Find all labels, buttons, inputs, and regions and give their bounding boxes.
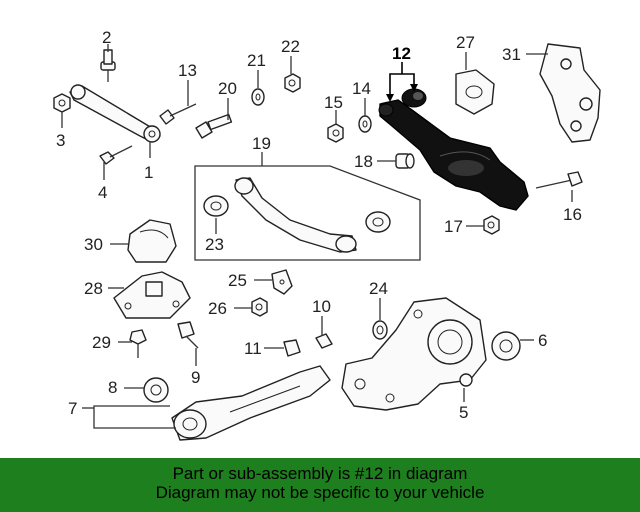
part-4-bolt [99, 145, 133, 165]
part-30-bumper [127, 219, 177, 263]
callout-28: 28 [84, 279, 103, 298]
callout-1: 1 [144, 163, 153, 182]
part-12-control-arm [378, 88, 529, 211]
callout-24: 24 [369, 279, 388, 298]
callout-9: 9 [191, 368, 200, 387]
part-2-bolt [100, 49, 116, 82]
callout-7: 7 [68, 399, 77, 418]
callout-30: 30 [84, 235, 103, 254]
part-29-bolt [129, 329, 147, 358]
part-19-group-box [194, 152, 421, 261]
callout-16: 16 [563, 205, 582, 224]
callout-25: 25 [228, 271, 247, 290]
callout-15: 15 [324, 93, 343, 112]
part-13-bolt [159, 103, 197, 125]
part-15-nut [327, 123, 344, 143]
part-28-mount [113, 271, 191, 319]
callout-13: 13 [178, 61, 197, 80]
part-10-bolt [315, 333, 333, 349]
callout-17: 17 [444, 217, 463, 236]
parts-diagram: 1 2 3 4 5 6 7 8 9 10 11 12 13 14 15 16 1… [53, 28, 601, 441]
part-8-bushing [143, 377, 169, 403]
part-17-nut [483, 215, 500, 235]
part-26-nut [251, 297, 268, 317]
callout-12: 12 [392, 44, 411, 63]
leader-lines [61, 44, 573, 429]
part-3-nut [53, 93, 71, 113]
banner-line-1: Part or sub-assembly is #12 in diagram [172, 464, 468, 483]
callout-14: 14 [352, 79, 371, 98]
callout-20: 20 [218, 79, 237, 98]
part-25-clip [271, 269, 293, 295]
callout-5: 5 [459, 403, 468, 422]
callout-31: 31 [502, 45, 521, 64]
callout-4: 4 [98, 183, 107, 202]
part-27-bracket [455, 69, 495, 115]
callout-10: 10 [312, 297, 331, 316]
part-19-bushing-right [365, 211, 391, 233]
part-6-bushing [491, 331, 521, 361]
part-21-washer [251, 88, 265, 106]
banner-line-2: Diagram may not be specific to your vehi… [155, 483, 485, 502]
part-7-trailing-arm [171, 365, 331, 441]
callout-19: 19 [252, 134, 271, 153]
part-31-bracket [539, 43, 601, 143]
callout-27: 27 [456, 33, 475, 52]
callout-21: 21 [247, 51, 266, 70]
part-23-bushing [203, 195, 229, 217]
callout-6: 6 [538, 331, 547, 350]
part-19-upper-arm [234, 177, 357, 253]
part-16-bolt [535, 171, 583, 189]
callout-29: 29 [92, 333, 111, 352]
part-18-bushing [395, 153, 415, 169]
callout-26: 26 [208, 299, 227, 318]
part-20-bolt [195, 113, 233, 139]
part-9-bolt [177, 321, 199, 349]
callout-8: 8 [108, 378, 117, 397]
callout-22: 22 [281, 37, 300, 56]
part-1-link [69, 84, 161, 143]
callout-2: 2 [102, 28, 111, 47]
part-5-knuckle [341, 297, 487, 411]
callout-numbers: 1 2 3 4 5 6 7 8 9 10 11 12 13 14 15 16 1… [56, 28, 582, 422]
part-14-washer [358, 115, 372, 133]
part-11-bolt [283, 339, 301, 357]
part-22-nut [284, 73, 301, 93]
part-24-washer [372, 320, 388, 340]
callout-23: 23 [205, 235, 224, 254]
callout-3: 3 [56, 131, 65, 150]
callout-18: 18 [354, 152, 373, 171]
info-banner: Part or sub-assembly is #12 in diagram D… [0, 458, 640, 512]
callout-11: 11 [244, 339, 262, 358]
